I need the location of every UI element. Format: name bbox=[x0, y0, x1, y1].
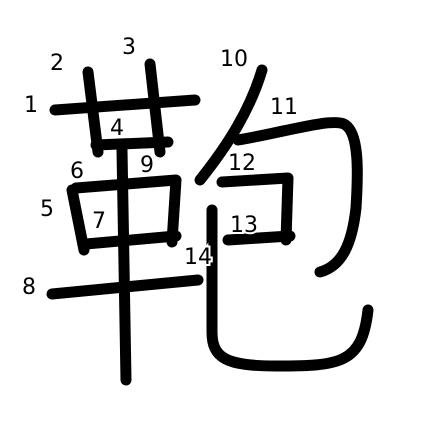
stroke-number-14: 14 bbox=[184, 245, 212, 270]
stroke-number-1: 1 bbox=[24, 93, 38, 118]
stroke-number-6: 6 bbox=[70, 159, 84, 184]
stroke-13 bbox=[222, 230, 296, 246]
stroke-number-9: 9 bbox=[140, 153, 154, 178]
stroke-2 bbox=[82, 66, 104, 158]
stroke-1 bbox=[49, 94, 201, 116]
stroke-number-8: 8 bbox=[22, 275, 36, 300]
stroke-14 bbox=[206, 204, 374, 372]
stroke-number-4: 4 bbox=[110, 116, 124, 141]
stroke-5 bbox=[66, 184, 90, 256]
stroke-number-7: 7 bbox=[92, 209, 106, 234]
stroke-number-11: 11 bbox=[270, 95, 298, 120]
stroke-7 bbox=[80, 230, 182, 250]
stroke-number-3: 3 bbox=[122, 35, 136, 60]
stroke-number-13: 13 bbox=[230, 213, 258, 238]
stroke-4 bbox=[90, 136, 174, 151]
character-strokes bbox=[46, 58, 374, 386]
stroke-10 bbox=[194, 64, 268, 186]
stroke-number-12: 12 bbox=[228, 151, 256, 176]
stroke-number-2: 2 bbox=[50, 51, 64, 76]
stroke-number-5: 5 bbox=[40, 197, 54, 222]
stroke-6 bbox=[70, 174, 182, 248]
stroke-9 bbox=[116, 144, 132, 386]
stroke-12 bbox=[216, 172, 294, 246]
stroke-11 bbox=[232, 117, 363, 278]
stroke-numbers: 1 2 3 4 5 6 7 8 9 10 11 12 13 14 bbox=[22, 35, 300, 300]
stroke-number-10: 10 bbox=[220, 47, 248, 72]
